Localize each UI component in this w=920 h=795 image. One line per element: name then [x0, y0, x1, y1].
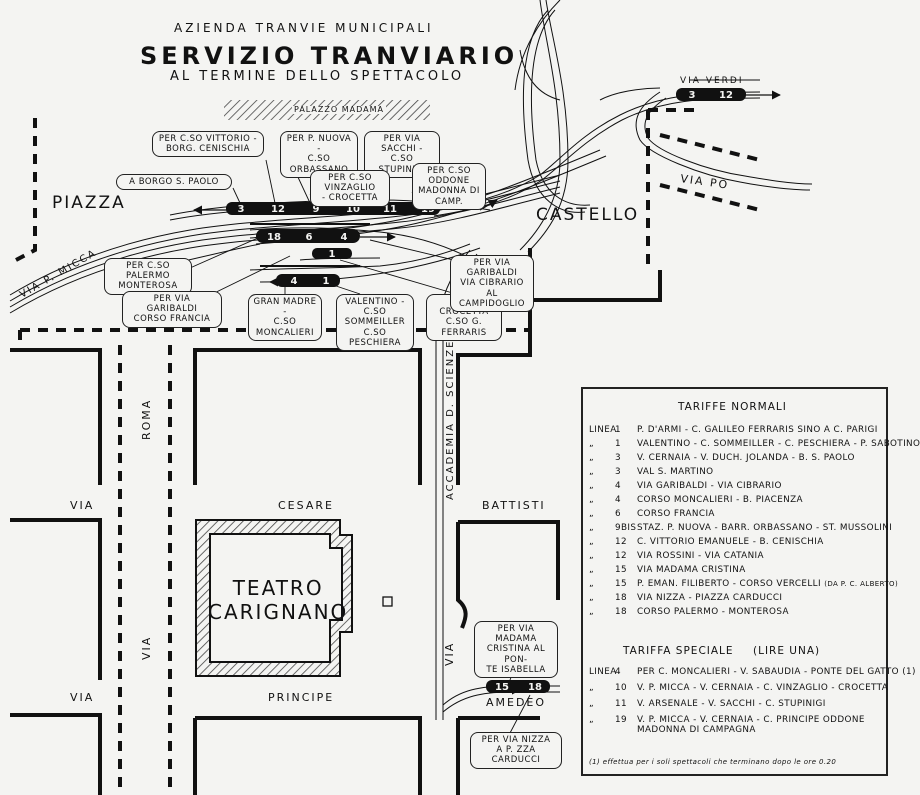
stand-bars [250, 223, 370, 267]
tariff-special-title: TARIFFA SPECIALE [623, 645, 734, 657]
stops-middle-row [256, 229, 360, 243]
street-roma: ROMA [140, 399, 153, 440]
route-bubble-sacchi: PER VIA SACCHI -C.SO STUPINIGI [364, 131, 440, 178]
stop-number: 11 [383, 204, 397, 215]
street-via-left-2: VIA [70, 691, 95, 704]
street-via-left-1: VIA [70, 499, 95, 512]
street-via-p-micca: VIA P. MICCA [18, 248, 99, 301]
street-principe: PRINCIPE [268, 691, 335, 704]
street-via-vertical: VIA [140, 636, 153, 660]
stop-number: 10 [346, 204, 360, 215]
street-via-po: VIA PO [680, 172, 730, 192]
company-name: AZIENDA TRANVIE MUNICIPALI [174, 21, 434, 35]
stop-number: 1 [329, 249, 336, 260]
street-battisti: BATTISTI [482, 499, 546, 512]
route-bubble-borgo: A BORGO S. PAOLO [116, 174, 232, 191]
stop-number: 4 [291, 276, 298, 287]
theatre-name-2: CARIGNANO [208, 600, 349, 624]
stop-number: 15 [495, 682, 509, 693]
tariff-special-note: (LIRE UNA) [753, 645, 821, 657]
route-bubble-gran-madre: GRAN MADRE -C.SO MONCALIERI [248, 294, 322, 341]
stop-number: 18 [528, 682, 542, 693]
stop-number: 9 [313, 204, 320, 215]
stop-number: 4 [341, 232, 348, 243]
stops-lower-row [276, 274, 340, 287]
stop-number: 3 [689, 90, 696, 101]
stop-number: 12 [719, 90, 733, 101]
theatre-label: TEATRO CARIGNANO [208, 576, 348, 624]
stops-verdi [676, 88, 746, 101]
city-blocks [10, 270, 662, 795]
street-via-verdi: VIA VERDI [680, 76, 744, 86]
stops-amedeo [486, 680, 550, 693]
stops-center [312, 248, 352, 259]
street-cesare: CESARE [278, 499, 334, 512]
map-title: SERVIZIO TRANVIARIO [140, 42, 519, 70]
street-amedeo: AMEDEO [486, 696, 547, 709]
street-castello: CASTELLO [536, 205, 640, 225]
theatre-name-1: TEATRO [232, 576, 324, 600]
teatro-carignano-building [195, 519, 353, 677]
street-palazzo-madama: PALAZZO MADAMA [292, 105, 386, 114]
street-accademia: ACCADEMIA D. SCIENZE [445, 340, 456, 500]
route-bubble-vinzaglio: PER C.SO VINZAGLIO- CROCETTA [310, 170, 390, 207]
tram-stop-marker [382, 596, 393, 607]
street-via-accademia: VIA [443, 642, 456, 666]
route-bubble-vittorio: PER C.SO VITTORIO -BORG. CENISCHIA [152, 131, 264, 158]
stop-number: 3 [238, 204, 245, 215]
stop-number: 12 [271, 204, 285, 215]
stop-number: 1 [323, 276, 330, 287]
street-piazza: PIAZZA [52, 193, 126, 213]
stop-number: 18 [267, 232, 281, 243]
tariff-normal-title: TARIFFE NORMALI [678, 401, 787, 413]
route-bubble-nuova: PER P. NUOVA -C.SO ORBASSANO [280, 131, 358, 178]
tariff-row: „9bisSTAZ. P. NUOVA - BARR. ORBASSANO - … [589, 523, 893, 533]
map-subtitle: AL TERMINE DELLO SPETTACOLO [170, 69, 465, 84]
stop-number: 6 [306, 232, 313, 243]
tariff-footnote: (1) effettua per i soli spettacoli che t… [589, 758, 837, 766]
